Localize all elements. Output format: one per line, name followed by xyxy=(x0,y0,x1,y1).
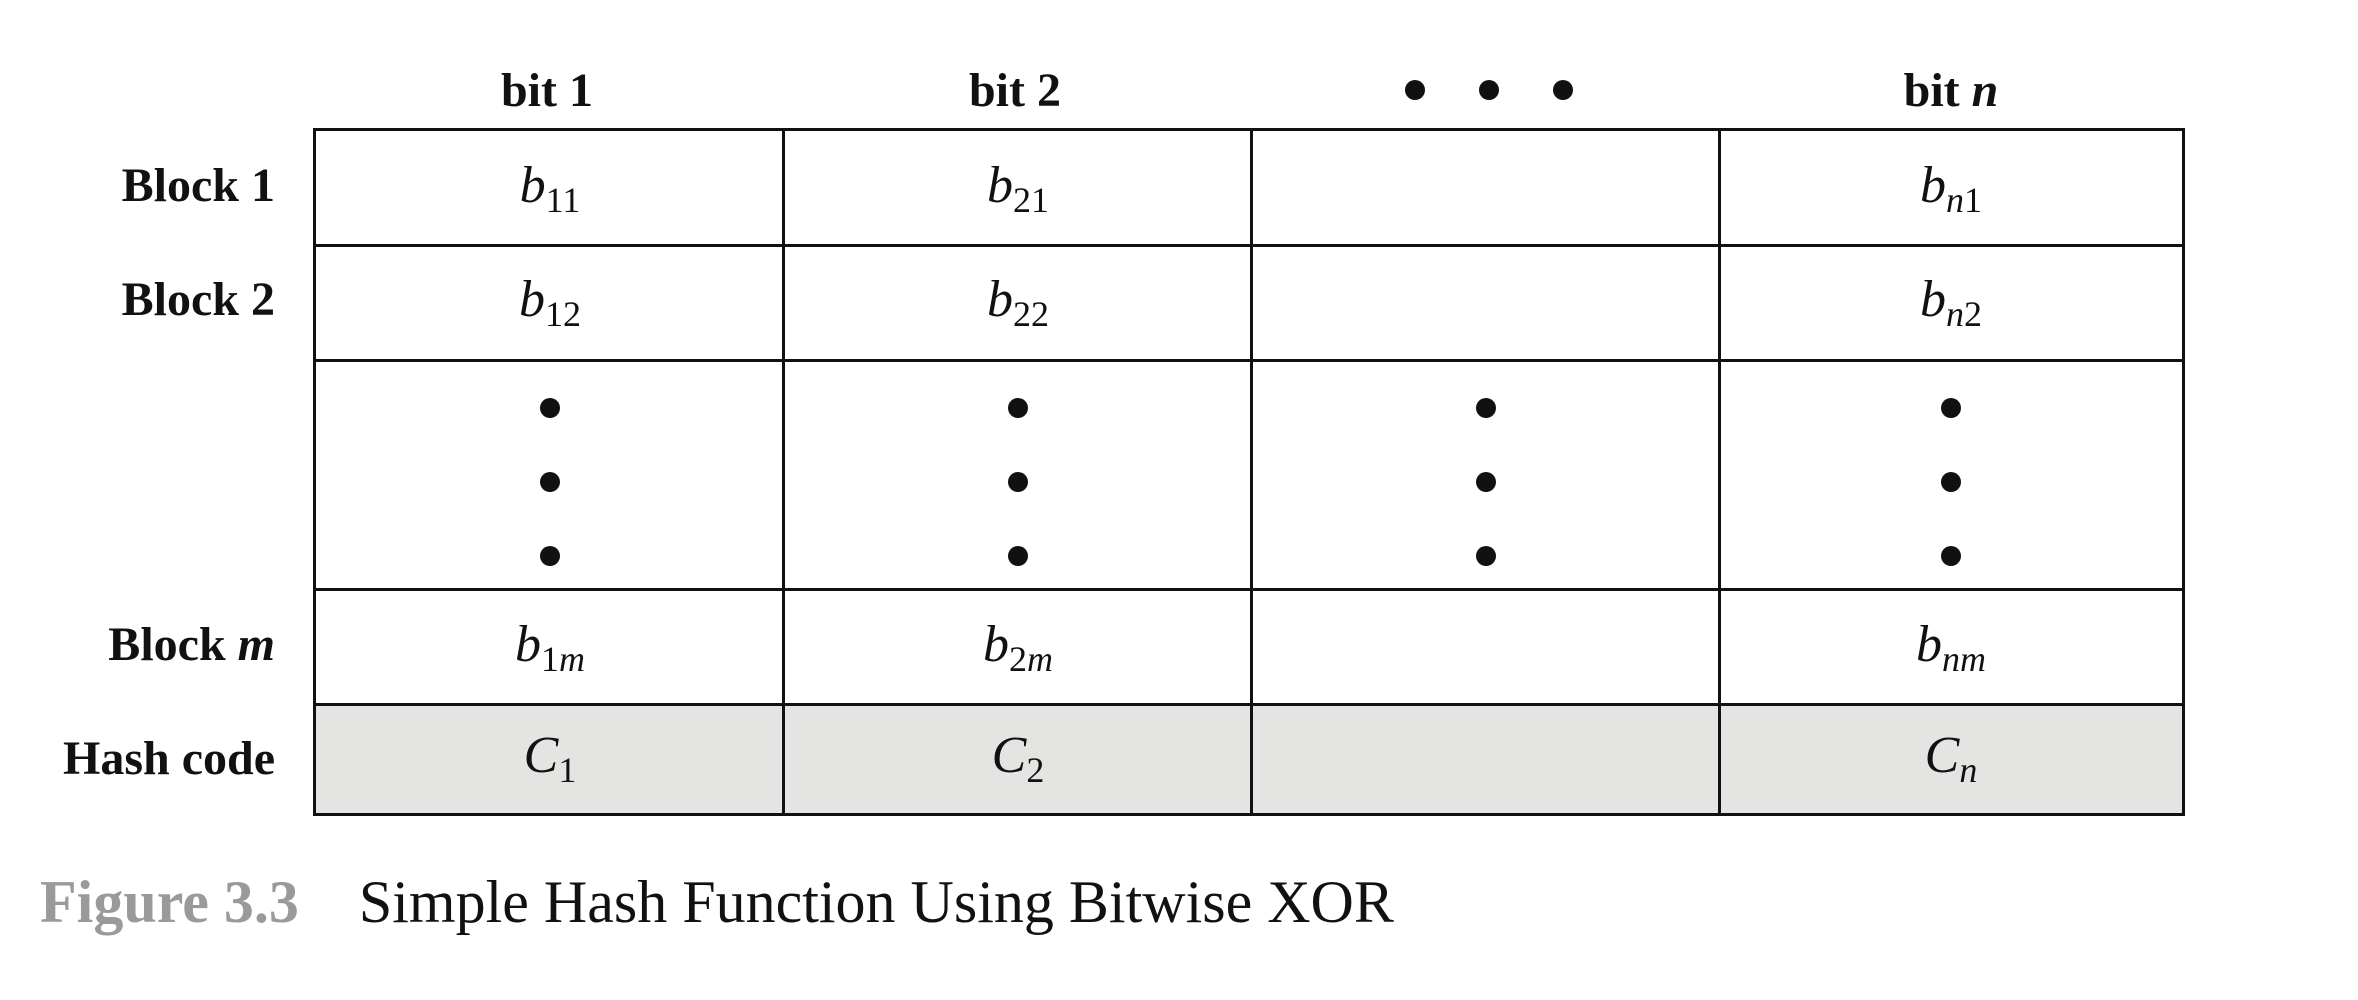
ellipsis-dot xyxy=(1405,80,1425,100)
cell-symbol: bn1 xyxy=(1920,156,1982,220)
cell-bnm: bnm xyxy=(1720,590,2182,704)
column-header-prefix: bit xyxy=(500,63,569,117)
column-header-prefix: bit xyxy=(968,63,1037,117)
grid-horizontal-line xyxy=(316,703,2182,706)
row-label-block-2: Block 2 xyxy=(122,242,275,356)
cell-bn1: bn1 xyxy=(1720,131,2182,245)
cell-bn2: bn2 xyxy=(1720,245,2182,360)
ellipsis-dot xyxy=(1479,80,1499,100)
hash-code-row-background xyxy=(316,704,2182,813)
ellipsis-dot xyxy=(540,398,560,418)
row-label-block-1: Block 1 xyxy=(122,128,275,242)
ellipsis-dot xyxy=(1553,80,1573,100)
column-header-prefix: bit xyxy=(1903,63,1972,117)
vertical-ellipsis xyxy=(1476,398,1496,568)
cell-b2m: b2m xyxy=(784,590,1252,704)
row-label-text: Hash code xyxy=(62,732,275,785)
cell-symbol: b21 xyxy=(987,156,1049,220)
cell-symbol: Cn xyxy=(1924,727,1978,790)
row-label-hash-code: Hash code xyxy=(63,701,275,816)
row-label-prefix: Block xyxy=(121,272,251,326)
row-label-number: 2 xyxy=(251,272,275,326)
vertical-ellipsis xyxy=(540,398,560,568)
row-label-prefix: Block xyxy=(121,158,251,212)
vertical-ellipsis xyxy=(1941,398,1961,568)
row-label-variable: m xyxy=(237,617,275,671)
cell-symbol: b22 xyxy=(987,271,1049,334)
cell-b11: b11 xyxy=(316,131,784,245)
ellipsis-dot xyxy=(1941,472,1961,492)
ellipsis-dot xyxy=(540,472,560,492)
column-header-bit-2: bit 2 xyxy=(781,55,1249,125)
ellipsis-dot xyxy=(1941,546,1961,566)
cell-cn: Cn xyxy=(1720,704,2182,813)
cell-symbol: bnm xyxy=(1916,615,1986,679)
ellipsis-dot xyxy=(1476,546,1496,566)
cell-b22: b22 xyxy=(784,245,1252,360)
figure-label: Figure 3.3 xyxy=(40,869,299,935)
cell-b21: b21 xyxy=(784,131,1252,245)
grid-horizontal-line xyxy=(316,359,2182,362)
column-header-number: 1 xyxy=(569,63,593,117)
cell-symbol: bn2 xyxy=(1920,271,1982,334)
ellipsis-dot xyxy=(1476,398,1496,418)
ellipsis-dot xyxy=(1941,398,1961,418)
bit-block-table: b11 b21 bn1 b12 b22 bn2 b1m b2m xyxy=(313,128,2185,816)
ellipsis-dot xyxy=(1008,398,1028,418)
cell-symbol: b11 xyxy=(519,156,581,220)
cell-c1: C1 xyxy=(316,704,784,813)
grid-vertical-line xyxy=(1250,131,1253,813)
cell-symbol: b12 xyxy=(519,271,581,334)
grid-horizontal-line xyxy=(316,244,2182,247)
grid-vertical-line xyxy=(782,131,785,813)
column-ellipsis xyxy=(1405,80,1573,100)
figure-caption: Figure 3.3 Simple Hash Function Using Bit… xyxy=(40,868,1394,937)
row-label-number: 1 xyxy=(251,158,275,212)
row-label-prefix: Block xyxy=(108,617,238,671)
cell-symbol: C2 xyxy=(991,727,1045,790)
grid-vertical-line xyxy=(1718,131,1721,813)
cell-symbol: C1 xyxy=(523,727,577,790)
column-header-bit-n: bit n xyxy=(1717,55,2185,125)
ellipsis-dot xyxy=(1008,472,1028,492)
column-header-variable: n xyxy=(1971,63,1999,117)
row-label-block-m: Block m xyxy=(108,587,275,701)
cell-symbol: b1m xyxy=(515,615,585,679)
column-header-bit-1: bit 1 xyxy=(313,55,781,125)
ellipsis-dot xyxy=(1476,472,1496,492)
grid-horizontal-line xyxy=(316,588,2182,591)
cell-symbol: b2m xyxy=(983,615,1053,679)
cell-b12: b12 xyxy=(316,245,784,360)
figure-title: Simple Hash Function Using Bitwise XOR xyxy=(358,869,1394,935)
column-header-number: 2 xyxy=(1037,63,1061,117)
cell-b1m: b1m xyxy=(316,590,784,704)
ellipsis-dot xyxy=(540,546,560,566)
vertical-ellipsis xyxy=(1008,398,1028,568)
cell-c2: C2 xyxy=(784,704,1252,813)
ellipsis-dot xyxy=(1008,546,1028,566)
